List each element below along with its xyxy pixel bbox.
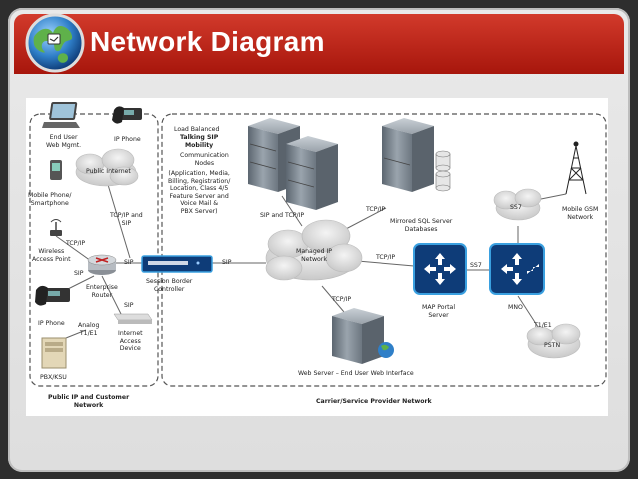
mno-icon xyxy=(489,243,545,295)
mobile-phone-icon xyxy=(50,160,62,180)
tcpip-map-label: TCP/IP xyxy=(376,254,396,261)
sql-server-icon xyxy=(382,118,451,192)
sip-router-label: SIP xyxy=(74,270,84,277)
internet-access-device-icon xyxy=(113,313,153,324)
t1e1-right-label: T1/E1 xyxy=(534,322,552,329)
ip-phone-top-label: IP Phone xyxy=(114,136,141,143)
tcpip-wireless-label: TCP/IP xyxy=(66,240,86,247)
sip-and-tcpip-label: SIP and TCP/IP xyxy=(260,212,305,219)
managed-ip-label: Managed IP Network xyxy=(296,248,333,263)
lb-description: (Application, Media, Billing, Registrati… xyxy=(168,170,231,215)
mno-label: MNO xyxy=(508,304,523,311)
lb-title-a: Load Balanced xyxy=(174,126,220,133)
public-network-label: Public IP and Customer Network xyxy=(48,394,130,409)
sip-below-label: SIP xyxy=(124,302,134,309)
mobile-gsm-label: Mobile GSM Network xyxy=(562,206,599,221)
session-border-controller-label: Session Border Controller xyxy=(146,278,193,293)
slide-title: Network Diagram xyxy=(90,26,325,57)
ip-phone-bottom-label: IP Phone xyxy=(38,320,65,327)
cell-tower-icon xyxy=(565,141,587,195)
map-portal-label: MAP Portal Server xyxy=(422,304,456,319)
title-bar xyxy=(14,14,624,74)
map-portal-server-icon xyxy=(413,243,467,295)
mirrored-sql-label: Mirrored SQL Server Databases xyxy=(390,218,453,233)
web-server-label: Web Server – End User Web Interface xyxy=(298,370,414,377)
ip-phone-icon-top xyxy=(112,106,142,124)
wireless-ap-label: Wireless Access Point xyxy=(32,248,71,263)
tcpip-web-label: TCP/IP xyxy=(332,296,352,303)
tcpip-sql-label: TCP/IP xyxy=(366,206,386,213)
ss7-cloud-label: SS7 xyxy=(510,204,522,211)
enterprise-router-label: Enterprise Router xyxy=(86,284,118,299)
public-network-zone xyxy=(29,113,159,387)
cloud-managed-ip xyxy=(265,219,363,281)
pbx-ksu-icon xyxy=(41,337,67,369)
end-user-web-label: End User Web Mgmt. xyxy=(46,134,82,149)
tcpip-and-sip-left-label: TCP/IP and SIP xyxy=(110,212,143,227)
carrier-network-zone xyxy=(161,113,607,387)
laptop-icon xyxy=(42,102,80,128)
lb-title-c: Communication Nodes xyxy=(180,152,229,167)
ss7-mid-label: SS7 xyxy=(470,262,482,269)
pbx-ksu-label: PBX/KSU xyxy=(40,374,67,381)
enterprise-router-icon xyxy=(87,254,117,275)
pstn-label: PSTN xyxy=(544,342,561,349)
wireless-access-point-icon xyxy=(50,219,62,236)
sip-left-label: SIP xyxy=(124,259,134,266)
network-diagram: End User Web Mgmt. IP Phone Public Inter… xyxy=(26,98,608,416)
mobile-phone-label: Mobile Phone/ Smartphone xyxy=(28,192,72,207)
public-internet-label: Public Internet xyxy=(86,168,131,175)
internet-access-device-label: Internet Access Device xyxy=(118,330,143,352)
analog-t1-label: Analog T1/E1 xyxy=(78,322,100,337)
carrier-network-label: Carrier/Service Provider Network xyxy=(316,398,432,405)
server-rack-icon xyxy=(248,118,338,210)
cloud-pstn xyxy=(526,323,581,359)
globe-icon xyxy=(25,13,85,73)
cloud-ss7 xyxy=(493,188,542,221)
cloud-public-internet xyxy=(75,148,139,187)
lb-title-b: Talking SIP Mobility xyxy=(180,134,219,149)
ip-phone-icon-bottom xyxy=(35,285,70,306)
sip-right-label: SIP xyxy=(222,259,232,266)
session-border-controller-icon xyxy=(141,255,213,273)
web-server-icon xyxy=(332,308,394,364)
